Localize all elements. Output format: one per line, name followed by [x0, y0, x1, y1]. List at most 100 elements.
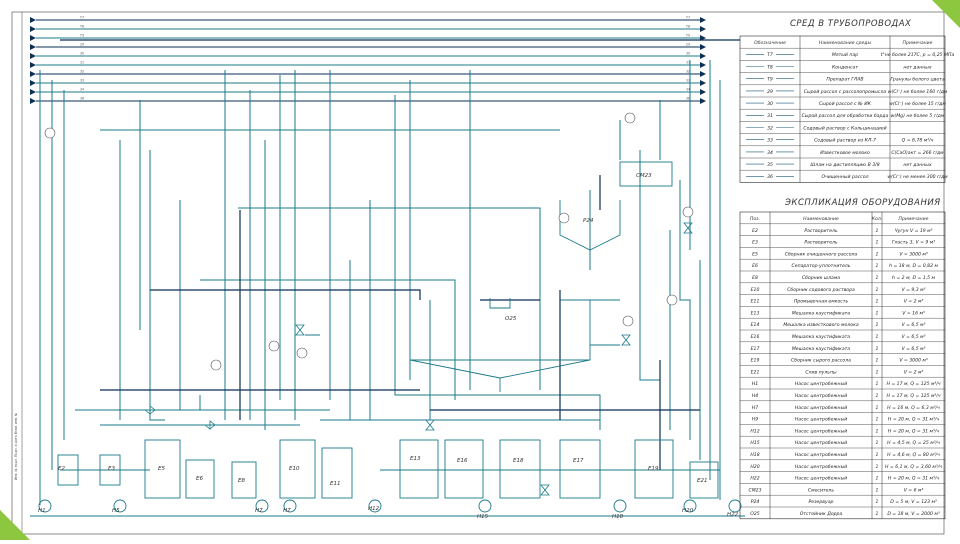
media-header-name: Наименование среды — [819, 40, 872, 46]
drawing-frame — [11, 11, 945, 535]
header-pipe-code-right: 36 — [686, 97, 690, 101]
svg-text:Инв. № подл. Подп. и дата: Инв. № подл. Подп. и дата Взам. инв. № — [14, 412, 18, 480]
equipment-note: V = 2 м³ — [904, 299, 924, 305]
equipment-table-title: ЭКСПЛИКАЦИЯ ОБОРУДОВАНИЯ — [784, 198, 941, 208]
flow-arrow-icon — [30, 44, 36, 50]
equipment-note: h = 2 м, D = 1,5 м — [892, 275, 936, 281]
header-pipe-code-right: Т8 — [685, 25, 690, 29]
media-name: Препарат ГЛАВ — [826, 77, 863, 83]
equipment-qty: 1 — [876, 358, 879, 364]
media-name: Очищенный рассол — [821, 174, 868, 180]
label-h5: Н5 — [112, 508, 120, 514]
media-note: w(Mg) не более 5 г/дм — [891, 113, 945, 119]
equipment-note: h = 18 м, D = 0,82 м — [889, 263, 938, 269]
equipment-pos: Е13 — [751, 310, 760, 316]
media-note: w(Cl⁻) не менее 300 г/дм — [887, 174, 948, 180]
equipment-pos: Н22 — [750, 476, 759, 482]
equipment-name: Сборник очищенного рассола — [785, 251, 858, 257]
equipment-qty: 1 — [876, 251, 879, 257]
equipment-name: Мешалка каустификата — [792, 334, 850, 340]
media-note: Q = 6,78 м³/ч — [902, 138, 934, 144]
media-name: Содовый раствор с Кальцинацией — [803, 125, 886, 131]
equipment-header: Кол. — [872, 216, 882, 222]
header-pipe-code-left: 32 — [80, 70, 84, 74]
equipment-name: Насос центробежный — [795, 393, 847, 399]
equipment-pos: Е21 — [751, 369, 760, 375]
media-code: 34 — [767, 150, 773, 156]
equipment-pos: Е14 — [751, 322, 760, 328]
flow-arrow-icon — [30, 17, 36, 23]
header-pipe-code-left: 33 — [80, 79, 84, 83]
equipment-pos: Е8 — [752, 275, 758, 281]
media-note: C(CaO)акт = 266 г/дм — [891, 150, 944, 156]
header-pipe-code-left: 31 — [80, 61, 84, 65]
flow-arrow-icon — [700, 62, 706, 68]
equipment-pos: Е3 — [752, 240, 758, 246]
equipment-name: Насос центробежный — [795, 440, 847, 446]
equipment-pos: Н1 — [752, 381, 758, 387]
header-pipe-code-right: Т7 — [685, 16, 690, 20]
equipment-qty: 1 — [876, 476, 879, 482]
corner-accent-top-right — [932, 0, 960, 28]
flow-arrow-icon — [700, 98, 706, 104]
corner-accent-bottom-left — [0, 510, 30, 540]
equipment-note: V = 9,3 м³ — [902, 287, 926, 293]
flow-arrow-icon — [700, 80, 706, 86]
label-e2: Е2 — [58, 466, 65, 472]
flow-arrow-icon — [30, 26, 36, 32]
equipment-note: H = 16 м, Q = 6,3 м³/ч — [887, 405, 940, 411]
header-pipe-code-left: 30 — [80, 52, 84, 56]
equipment-labels: СМ23 Р24 О25 Е2 Е3 Е5 Е6 Е8 Е10 Е11 Е13 … — [38, 173, 739, 520]
equipment-pos: Н7 — [752, 405, 758, 411]
header-pipe-code-right: 34 — [686, 88, 690, 92]
equipment-qty: 1 — [876, 275, 879, 281]
flow-arrow-icon — [30, 53, 36, 59]
equipment-qty: 1 — [876, 287, 879, 293]
equipment-name: Растворитель — [804, 240, 838, 246]
equipment-name: Насос центробежный — [795, 476, 847, 482]
media-code: 32 — [767, 125, 773, 131]
media-name: Сырой рассол с рассолопромысла — [804, 89, 887, 95]
media-code: Т7 — [767, 52, 773, 58]
label-p24: Р24 — [583, 218, 594, 224]
equipment-qty: 1 — [876, 417, 879, 423]
equipment-pos: Н18 — [750, 452, 759, 458]
equipment-qty: 1 — [876, 499, 879, 505]
equipment-name: Насос центробежный — [795, 464, 847, 470]
media-header-note: Примечание — [903, 40, 933, 46]
header-pipe-code-left: Т8 — [79, 25, 84, 29]
equipment-qty: 1 — [876, 452, 879, 458]
header-pipe-code-right: 32 — [686, 70, 690, 74]
equipment-qty: 1 — [876, 310, 879, 316]
equipment-pos: Е16 — [751, 334, 760, 340]
media-name: Конденсат — [832, 64, 858, 70]
label-e13: Е13 — [410, 456, 421, 462]
valves — [144, 222, 693, 496]
equipment-pos: Н9 — [752, 417, 758, 423]
flow-arrow-icon — [30, 89, 36, 95]
label-sm23: СМ23 — [636, 173, 652, 179]
equipment-name: Резервуар — [809, 499, 834, 505]
media-code: 33 — [767, 138, 773, 144]
equipment-note: H = 20 м, Q = 31 м³/ч — [888, 417, 939, 423]
equipment-qty: 1 — [876, 381, 879, 387]
header-pipe-code-left: 29 — [80, 43, 84, 47]
header-pipe-code-right: 30 — [686, 52, 690, 56]
media-code: 29 — [767, 89, 773, 95]
equipment-name: Растворитель — [804, 228, 838, 234]
media-name: Содовый раствор из КЛ-7 — [814, 138, 876, 144]
equipment-header: Примечание — [899, 216, 929, 222]
media-code: 36 — [767, 174, 773, 180]
equipment-note: V = 6,5 м³ — [902, 334, 926, 340]
label-o25: О25 — [505, 316, 517, 322]
header-pipe-code-right: 31 — [686, 61, 690, 65]
equipment-qty: 1 — [876, 428, 879, 434]
equipment-name: Слив пульпы — [805, 369, 837, 375]
equipment-name: Сборник содового раствора — [787, 287, 855, 293]
media-note: w(Cl⁻) не более 160 г/дм — [888, 89, 948, 95]
equipment-note: V = 16 м³ — [902, 310, 925, 316]
header-pipe-code-left: Т7 — [79, 16, 84, 20]
